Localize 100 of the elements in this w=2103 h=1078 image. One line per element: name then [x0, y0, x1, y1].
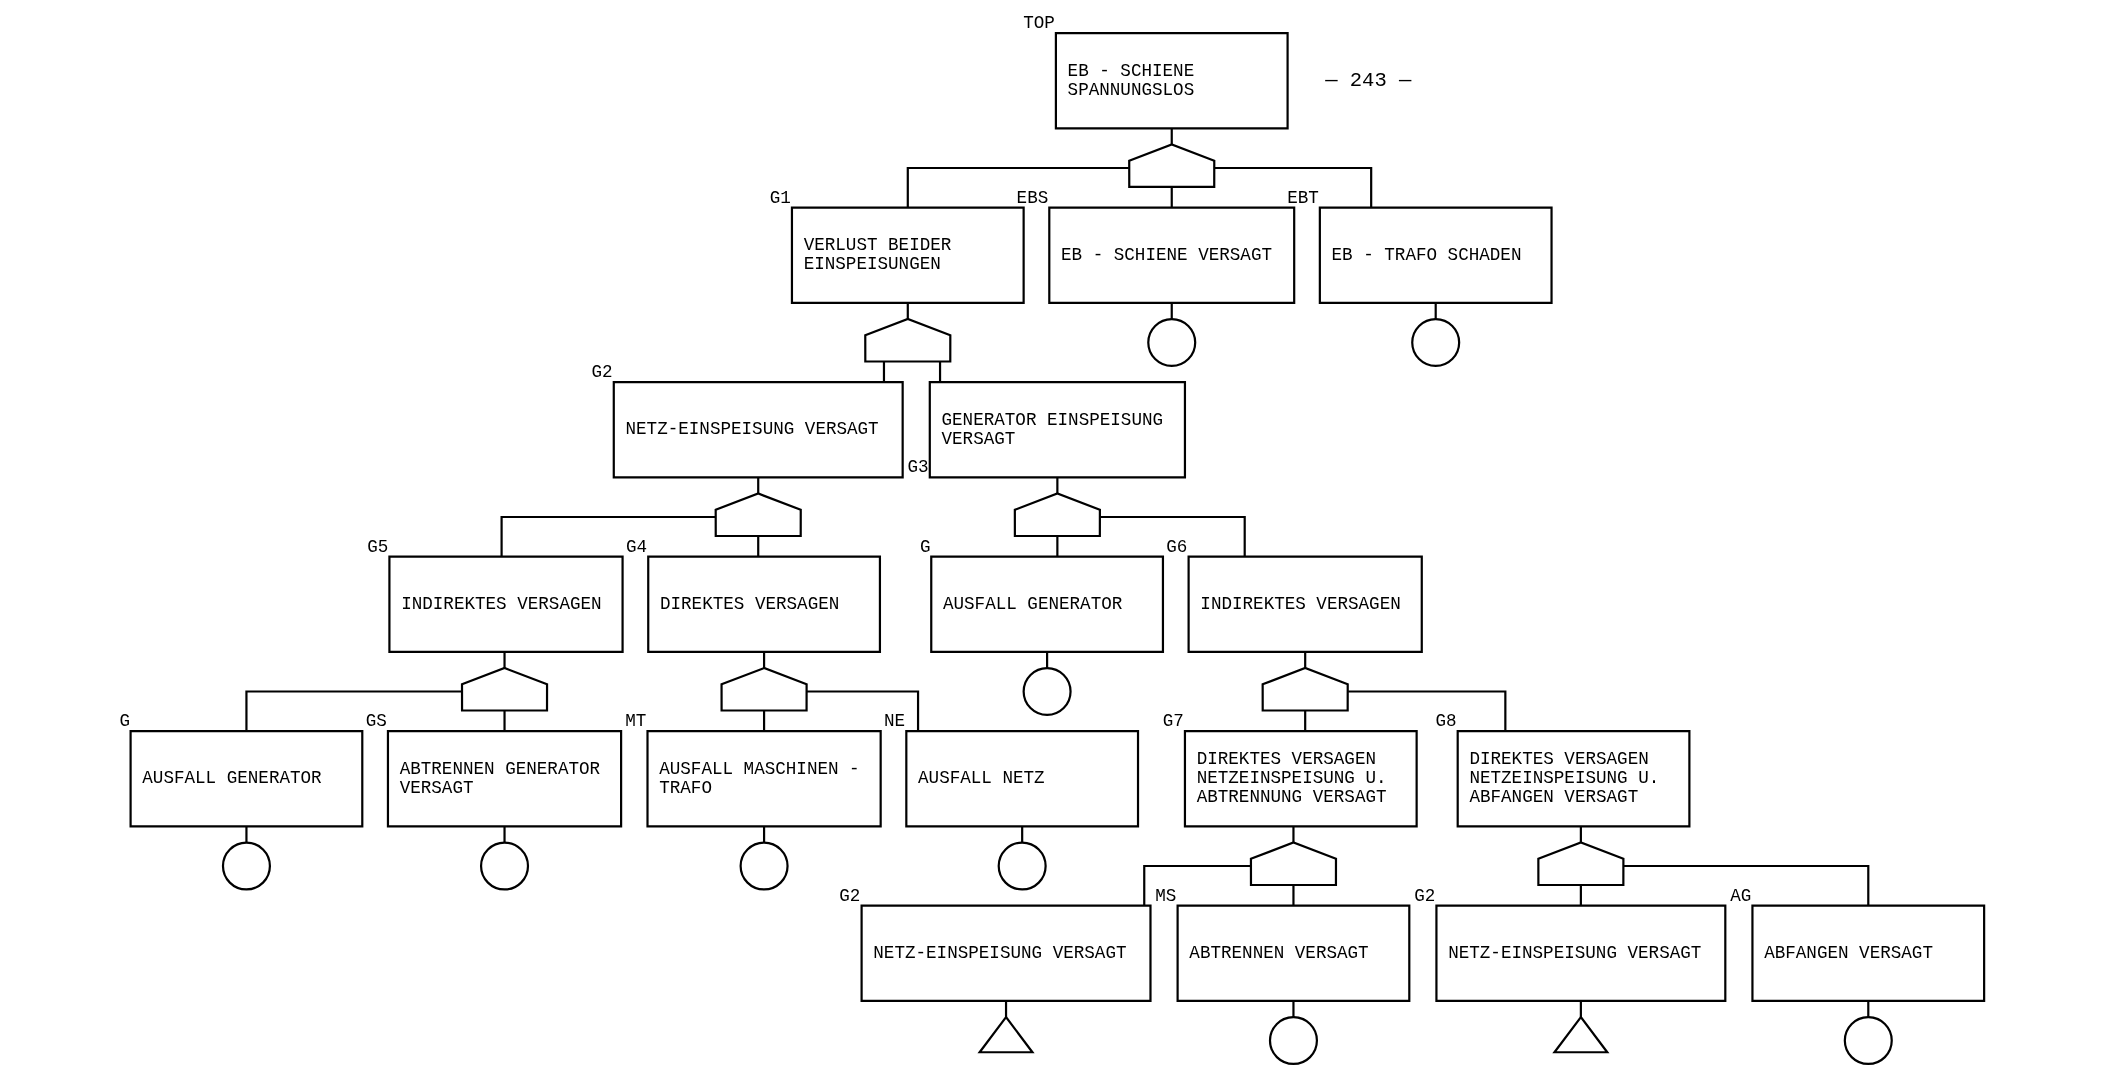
node-label: G2 — [839, 885, 861, 906]
node-box: AUSFALL NETZ — [905, 730, 1140, 828]
node-box: VERLUST BEIDER EINSPEISUNGEN — [790, 206, 1025, 304]
node-box: GENERATOR EINSPEISUNG VERSAGT — [928, 381, 1187, 479]
node-semicircle — [1537, 841, 1625, 887]
connector — [882, 361, 886, 382]
node-label: G2 — [1414, 885, 1436, 906]
node-triangle — [1552, 1015, 1610, 1054]
connector — [1304, 651, 1307, 669]
label: — 243 — — [1325, 69, 1412, 93]
node-box: ABFANGEN VERSAGT — [1751, 904, 1986, 1002]
connector — [1623, 864, 1870, 906]
connector — [1292, 1001, 1295, 1018]
node-label: G6 — [1166, 536, 1188, 557]
node-label: GS — [365, 711, 387, 732]
node-circle — [1022, 666, 1072, 717]
connector — [763, 651, 766, 669]
node-semicircle — [1128, 143, 1216, 189]
node-semicircle — [460, 666, 549, 712]
connector — [906, 302, 909, 320]
connector — [938, 361, 942, 382]
node-triangle — [977, 1015, 1035, 1054]
node-box: NETZ-EINSPEISUNG VERSAGT — [612, 381, 904, 479]
connector — [1434, 302, 1437, 320]
node-box: INDIREKTES VERSAGEN — [388, 555, 624, 653]
node-box: DIREKTES VERSAGEN — [647, 555, 882, 653]
node-box: DIREKTES VERSAGEN NETZEINSPEISUNG U. ABFANGEN VERSAGT — [1456, 730, 1691, 828]
connector — [757, 477, 760, 494]
connector — [1170, 187, 1173, 208]
node-box: AUSFALL GENERATOR — [129, 730, 364, 828]
node-label: G — [920, 536, 931, 557]
connector — [1292, 826, 1295, 843]
node-label: EBT — [1287, 187, 1319, 208]
node-box: NETZ-EINSPEISUNG VERSAGT — [860, 904, 1152, 1002]
connector — [503, 826, 506, 843]
node-circle — [1147, 317, 1197, 368]
node-circle — [1843, 1015, 1893, 1066]
connector — [1100, 515, 1246, 557]
node-circle — [221, 841, 271, 891]
connector — [807, 690, 920, 732]
node-semicircle — [714, 492, 802, 538]
node-box: EB - SCHIENE VERSAGT — [1048, 206, 1296, 304]
node-circle — [479, 841, 530, 891]
node-label: G4 — [625, 536, 648, 557]
node-label: G — [119, 711, 131, 732]
node-box: AUSFALL GENERATOR — [930, 555, 1165, 653]
node-label: G5 — [367, 536, 389, 557]
node-semicircle — [864, 317, 952, 363]
node-label: EBS — [1016, 187, 1049, 208]
connector — [1170, 302, 1173, 320]
connector — [1143, 864, 1251, 906]
connector — [757, 536, 760, 557]
connector — [1867, 1001, 1870, 1018]
node-semicircle — [1013, 492, 1101, 538]
connector — [503, 710, 506, 731]
node-box: EB - SCHIENE SPANNUNGSLOS — [1054, 32, 1289, 130]
connector — [1304, 710, 1307, 731]
connector — [1170, 128, 1173, 145]
node-circle — [1268, 1015, 1318, 1066]
node-circle — [1411, 317, 1461, 368]
node-semicircle — [1261, 666, 1349, 712]
node-label: G8 — [1435, 711, 1457, 732]
connector — [1579, 826, 1582, 843]
node-semicircle — [720, 666, 808, 712]
node-semicircle — [1249, 841, 1338, 887]
node-label: NE — [884, 711, 906, 732]
connector — [1348, 690, 1507, 732]
connector — [503, 651, 506, 669]
node-label: AG — [1730, 885, 1752, 906]
node-label: G1 — [769, 187, 791, 208]
connector — [500, 515, 716, 557]
connector — [1056, 536, 1059, 557]
connector — [245, 826, 248, 843]
node-box: DIREKTES VERSAGEN NETZEINSPEISUNG U. ABTRENNUNG VERSAGT — [1183, 730, 1418, 828]
connector — [1046, 651, 1049, 669]
connector — [1214, 166, 1373, 208]
node-label: G3 — [907, 457, 929, 478]
node-label: G2 — [591, 362, 613, 383]
connector — [1004, 1001, 1008, 1018]
node-label: MT — [625, 711, 647, 732]
connector — [906, 166, 1129, 208]
node-box: AUSFALL MASCHINEN - TRAFO — [646, 730, 882, 828]
node-box: INDIREKTES VERSAGEN — [1187, 555, 1423, 653]
node-box: ABTRENNEN GENERATOR VERSAGT — [386, 730, 623, 828]
connector — [763, 710, 766, 731]
connector — [1579, 1001, 1582, 1018]
connector — [1579, 885, 1582, 906]
connector — [245, 690, 462, 732]
node-label: G7 — [1162, 711, 1184, 732]
connector — [763, 826, 766, 843]
node-box: EB - TRAFO SCHADEN — [1318, 206, 1553, 304]
connector — [1292, 885, 1295, 906]
node-circle — [997, 841, 1047, 891]
node-label: TOP — [1023, 13, 1055, 34]
node-label: MS — [1155, 885, 1177, 906]
node-box: ABTRENNEN VERSAGT — [1176, 904, 1411, 1002]
node-circle — [739, 841, 789, 891]
connector — [1056, 477, 1059, 494]
connector — [1021, 826, 1024, 843]
node-box: NETZ-EINSPEISUNG VERSAGT — [1435, 904, 1727, 1002]
